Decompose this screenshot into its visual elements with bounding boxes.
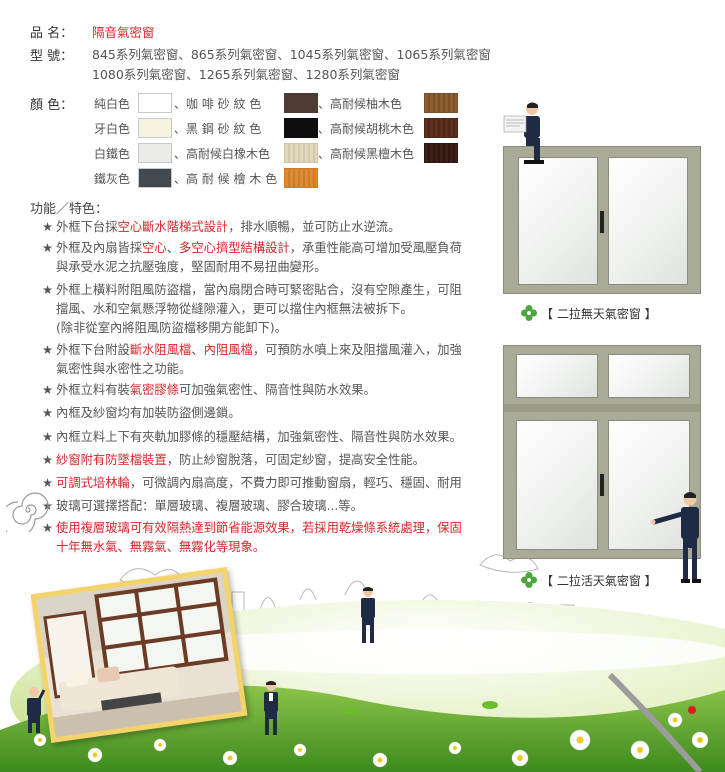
businessman-waving-figure bbox=[27, 687, 46, 733]
color-name: 鐵灰色 bbox=[94, 171, 131, 186]
feature-item: ★外框立料有裝氣密膠條可加強氣密性、隔音性與防水效果。 bbox=[42, 383, 376, 397]
transom-divider bbox=[504, 404, 700, 412]
clover-icon bbox=[521, 572, 537, 588]
window-pane bbox=[608, 157, 688, 285]
living-room-image bbox=[36, 572, 242, 738]
color-name: 牙白色 bbox=[94, 121, 131, 136]
star-icon: ★ bbox=[42, 521, 54, 535]
ladybug-icon bbox=[688, 706, 696, 714]
star-icon: ★ bbox=[42, 476, 54, 490]
businessman-pointing-figure bbox=[650, 492, 701, 583]
color-name: 、黑 鋼 砂 紋 色 bbox=[174, 121, 262, 136]
window2-caption: 【 二拉活天氣密窗 】 bbox=[520, 571, 657, 589]
star-icon: ★ bbox=[42, 383, 54, 397]
color-item: 、高 耐 候 檜 木 色 bbox=[174, 168, 318, 188]
color-swatch bbox=[284, 93, 318, 113]
interior-photo bbox=[30, 566, 248, 744]
color-item: 、高耐候柚木色 bbox=[318, 93, 458, 113]
color-item: 鐵灰色 bbox=[94, 168, 173, 188]
color-name: 、高耐候柚木色 bbox=[318, 96, 403, 111]
color-item: 、高耐候白橡木色 bbox=[174, 143, 318, 163]
window-pane bbox=[516, 420, 598, 550]
feature-item: ★外框及內扇皆採空心、多空心擠型結構設計，承重性能高可增加受風壓負荷 與承受水泥… bbox=[42, 241, 462, 274]
color-swatch bbox=[424, 143, 458, 163]
feature-item: ★玻璃可選擇搭配：單層玻璃、複層玻璃、膠合玻璃...等。 bbox=[42, 499, 363, 513]
color-item: 白鐵色 bbox=[94, 143, 173, 163]
star-icon: ★ bbox=[42, 453, 54, 467]
window-pane bbox=[608, 354, 690, 398]
color-name: 、高耐候胡桃木色 bbox=[318, 121, 415, 136]
star-icon: ★ bbox=[42, 241, 54, 255]
color-name: 、高 耐 候 檜 木 色 bbox=[174, 171, 278, 186]
star-icon: ★ bbox=[42, 406, 54, 420]
star-icon: ★ bbox=[42, 430, 54, 444]
feature-item: ★內框及紗窗均有加裝防盜側邊鎖。 bbox=[42, 406, 241, 420]
color-item: 、高耐候胡桃木色 bbox=[318, 118, 458, 138]
color-swatch bbox=[284, 168, 318, 188]
window-handle bbox=[600, 211, 604, 233]
color-name: 、咖 啡 砂 紋 色 bbox=[174, 96, 262, 111]
swirl-doodle bbox=[6, 492, 49, 532]
color-name: 、高耐候白橡木色 bbox=[174, 146, 271, 161]
feature-item: ★內框立料上下有夾軌加膠條的穩壓結構，加強氣密性、隔音性與防水效果。 bbox=[42, 430, 462, 444]
window-handle bbox=[600, 474, 604, 496]
businessman-phone-figure bbox=[361, 587, 375, 643]
product-row: 品 名： 隔音氣密窗 bbox=[30, 22, 155, 41]
color-name: 白鐵色 bbox=[94, 146, 131, 161]
clover-icon bbox=[521, 305, 537, 321]
model-list-line2: 1080系列氣密窗、1265系列氣密窗、1280系列氣密窗 bbox=[92, 67, 400, 82]
star-icon: ★ bbox=[42, 343, 54, 357]
star-icon: ★ bbox=[42, 283, 54, 297]
color-swatch bbox=[138, 118, 173, 138]
color-swatch bbox=[138, 168, 173, 188]
color-name: 、高耐候黑檀木色 bbox=[318, 146, 415, 161]
feature-item: ★外框下台附設斷水阻風檔、內阻風檔，可預防水噴上來及阻擋風灌入，加強 氣密性與水… bbox=[42, 343, 462, 376]
color-swatch bbox=[424, 118, 458, 138]
color-swatch bbox=[284, 118, 318, 138]
window-two-sliding-transom bbox=[503, 345, 701, 559]
feature-item: ★紗窗附有防墜檔裝置，防止紗窗脫落，可固定紗窗，提高安全性能。 bbox=[42, 453, 425, 467]
color-swatch bbox=[424, 93, 458, 113]
color-swatch bbox=[284, 143, 318, 163]
window-pane bbox=[516, 354, 598, 398]
product-name: 隔音氣密窗 bbox=[92, 25, 155, 40]
feature-item: ★可調式培林輪，可微調內扇高度，不費力即可推動窗扇，輕巧、穩固、耐用 bbox=[42, 476, 462, 490]
color-item: 、黑 鋼 砂 紋 色 bbox=[174, 118, 318, 138]
color-swatch bbox=[138, 143, 173, 163]
window-two-sliding bbox=[503, 146, 701, 294]
model-row: 型 號： 845系列氣密窗、865系列氣密窗、1045系列氣密窗、1065系列氣… bbox=[30, 45, 491, 85]
product-label: 品 名： bbox=[30, 26, 74, 41]
color-swatch bbox=[138, 93, 173, 113]
color-label: 顏 色： bbox=[30, 98, 74, 113]
features-heading: 功能／特色： bbox=[30, 202, 109, 217]
window-pane bbox=[608, 420, 690, 550]
feature-item: ★外框下台採空心斷水階梯式設計，排水順暢，並可防止水逆流。 bbox=[42, 220, 401, 234]
window-pane bbox=[518, 157, 598, 285]
businessman-standing-figure bbox=[264, 681, 278, 735]
color-item: 、咖 啡 砂 紋 色 bbox=[174, 93, 318, 113]
model-label: 型 號： bbox=[30, 49, 74, 64]
color-row: 顏 色： bbox=[30, 94, 92, 113]
color-item: 、高耐候黑檀木色 bbox=[318, 143, 458, 163]
model-list-line1: 845系列氣密窗、865系列氣密窗、1045系列氣密窗、1065系列氣密窗 bbox=[92, 47, 491, 62]
color-item: 純白色 bbox=[94, 93, 173, 113]
color-item: 牙白色 bbox=[94, 118, 173, 138]
businessman-reading-figure bbox=[503, 102, 544, 164]
color-name: 純白色 bbox=[94, 96, 131, 111]
feature-item: ★使用複層玻璃可有效隔熱達到節省能源效果，若採用乾燥條系統處理，保固 十年無水氣… bbox=[42, 521, 462, 554]
window1-caption: 【 二拉無天氣密窗 】 bbox=[520, 304, 657, 322]
star-icon: ★ bbox=[42, 220, 54, 234]
feature-item: ★外框上橫料附阻風防盜檔，當內扇閉合時可緊密貼合，沒有空隙產生，可阻 擋風、水和… bbox=[42, 283, 462, 335]
